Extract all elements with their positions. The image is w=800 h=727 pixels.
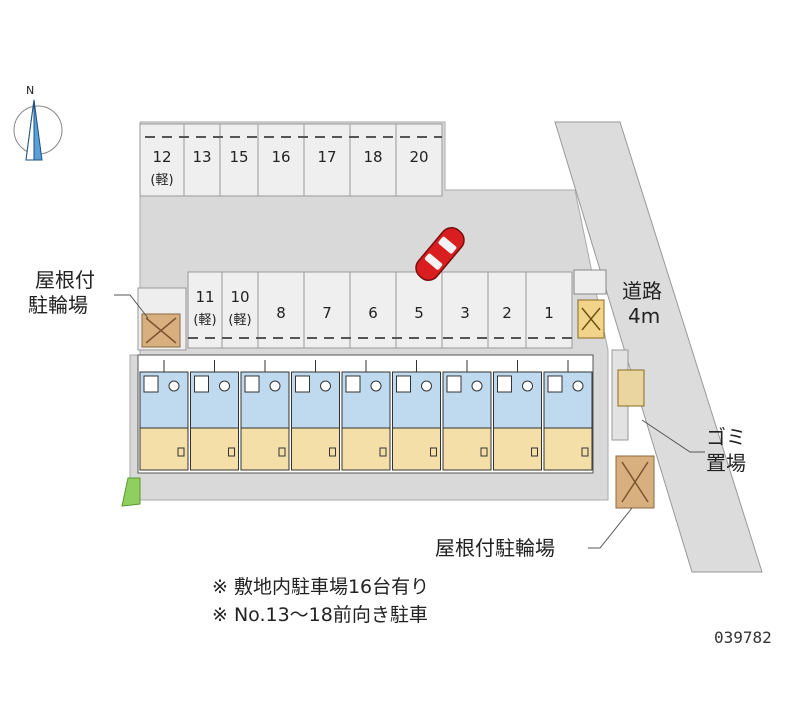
note-line-2: ※ No.13～18前向き駐車 xyxy=(212,604,428,626)
unit-bath xyxy=(446,375,462,393)
garbage-area-top xyxy=(573,269,607,295)
parking-number: 12 xyxy=(152,148,171,166)
parking-space-1 xyxy=(525,271,573,349)
unit-bath xyxy=(143,375,159,393)
parking-number: 6 xyxy=(368,304,378,322)
unit-lower xyxy=(139,427,189,471)
parking-number: 5 xyxy=(414,304,424,322)
parking-number: 8 xyxy=(276,304,286,322)
parking-number: 15 xyxy=(229,148,248,166)
unit-lower xyxy=(240,427,290,471)
parking-number: 1 xyxy=(544,304,554,322)
unit-window xyxy=(379,447,387,457)
building-units xyxy=(139,360,593,471)
parking-number: 20 xyxy=(409,148,428,166)
bike-icon-bottom xyxy=(621,461,649,503)
parking-number: 11 xyxy=(195,288,214,306)
parking-back-row: 12 (軽) 13 15 16 17 18 20 xyxy=(139,123,443,197)
unit-fixture xyxy=(168,380,180,392)
unit-bath xyxy=(345,375,361,393)
parking-number: 10 xyxy=(230,288,249,306)
unit-bath xyxy=(194,375,209,393)
leader-garbage xyxy=(641,419,705,453)
parking-space-6 xyxy=(349,271,397,349)
bike-icon xyxy=(145,317,177,344)
unit-bath xyxy=(497,375,512,393)
parking-number: 2 xyxy=(502,304,512,322)
compass-n: N xyxy=(26,84,34,97)
unit-bath xyxy=(244,375,260,393)
road-label-1: 道路 xyxy=(622,279,662,303)
garbage-bin xyxy=(617,369,645,407)
parking-number: 16 xyxy=(271,148,290,166)
unit-window xyxy=(430,447,437,457)
leader-bike-left xyxy=(114,294,149,319)
bike-left-label-2: 駐輪場 xyxy=(28,293,88,317)
unit-fixture xyxy=(320,380,331,392)
unit-lower xyxy=(291,427,340,471)
unit-window xyxy=(177,447,185,457)
parking-number: 18 xyxy=(363,148,382,166)
parking-space-3 xyxy=(441,271,489,349)
parking-space-5 xyxy=(395,271,443,349)
unit-fixture xyxy=(522,380,533,392)
unit-lower xyxy=(190,427,239,471)
unit-window xyxy=(228,447,235,457)
unit-fixture xyxy=(219,380,230,392)
compass-needle-shade xyxy=(25,99,35,161)
parking-space-8 xyxy=(257,271,305,349)
parking-space-7 xyxy=(303,271,351,349)
unit-bath xyxy=(396,375,411,393)
unit-fixture xyxy=(471,380,483,392)
unit-fixture xyxy=(370,380,382,392)
unit-upper xyxy=(291,371,340,429)
unit-window xyxy=(329,447,336,457)
parking-space-10 xyxy=(221,271,259,349)
leader-bike-bottom xyxy=(588,507,633,549)
garbage-icon xyxy=(581,307,601,331)
garbage-label-1: ゴミ xyxy=(706,425,746,449)
parking-number: 3 xyxy=(460,304,470,322)
note-line-1: ※ 敷地内駐車場16台有り xyxy=(212,576,430,598)
unit-lower xyxy=(442,427,492,471)
hedge xyxy=(121,477,141,507)
parking-sub-label: (軽) xyxy=(193,313,216,328)
unit-lower xyxy=(543,427,593,471)
parking-number: 17 xyxy=(317,148,336,166)
bike-bottom-label: 屋根付駐輪場 xyxy=(435,536,555,560)
parking-space-2 xyxy=(487,271,527,349)
garbage-label-2: 置場 xyxy=(706,451,746,475)
road-label-2: 4m xyxy=(628,304,660,328)
unit-lower xyxy=(493,427,542,471)
unit-fixture xyxy=(269,380,281,392)
parking-number: 13 xyxy=(192,148,211,166)
parking-number: 7 xyxy=(322,304,332,322)
parking-space-17 xyxy=(303,123,351,197)
bike-left-label-1: 屋根付 xyxy=(35,268,95,292)
unit-fixture xyxy=(421,380,432,392)
unit-lower xyxy=(392,427,441,471)
unit-bath xyxy=(547,375,563,393)
unit-fixture xyxy=(572,380,584,392)
unit-window xyxy=(480,447,488,457)
compass: N xyxy=(13,84,63,161)
unit-bath xyxy=(295,375,310,393)
road xyxy=(554,121,763,573)
property-code: 039782 xyxy=(714,628,772,647)
parking-front-row: 11 (軽) 10 (軽) 8 7 6 5 3 2 1 xyxy=(187,271,573,349)
parking-sub-label: (軽) xyxy=(150,173,173,188)
parking-sub-label: (軽) xyxy=(228,313,251,328)
unit-window xyxy=(531,447,538,457)
unit-lower xyxy=(341,427,391,471)
parking-space-11 xyxy=(187,271,223,349)
unit-window xyxy=(581,447,589,457)
unit-window xyxy=(278,447,286,457)
car-icon xyxy=(415,227,465,281)
